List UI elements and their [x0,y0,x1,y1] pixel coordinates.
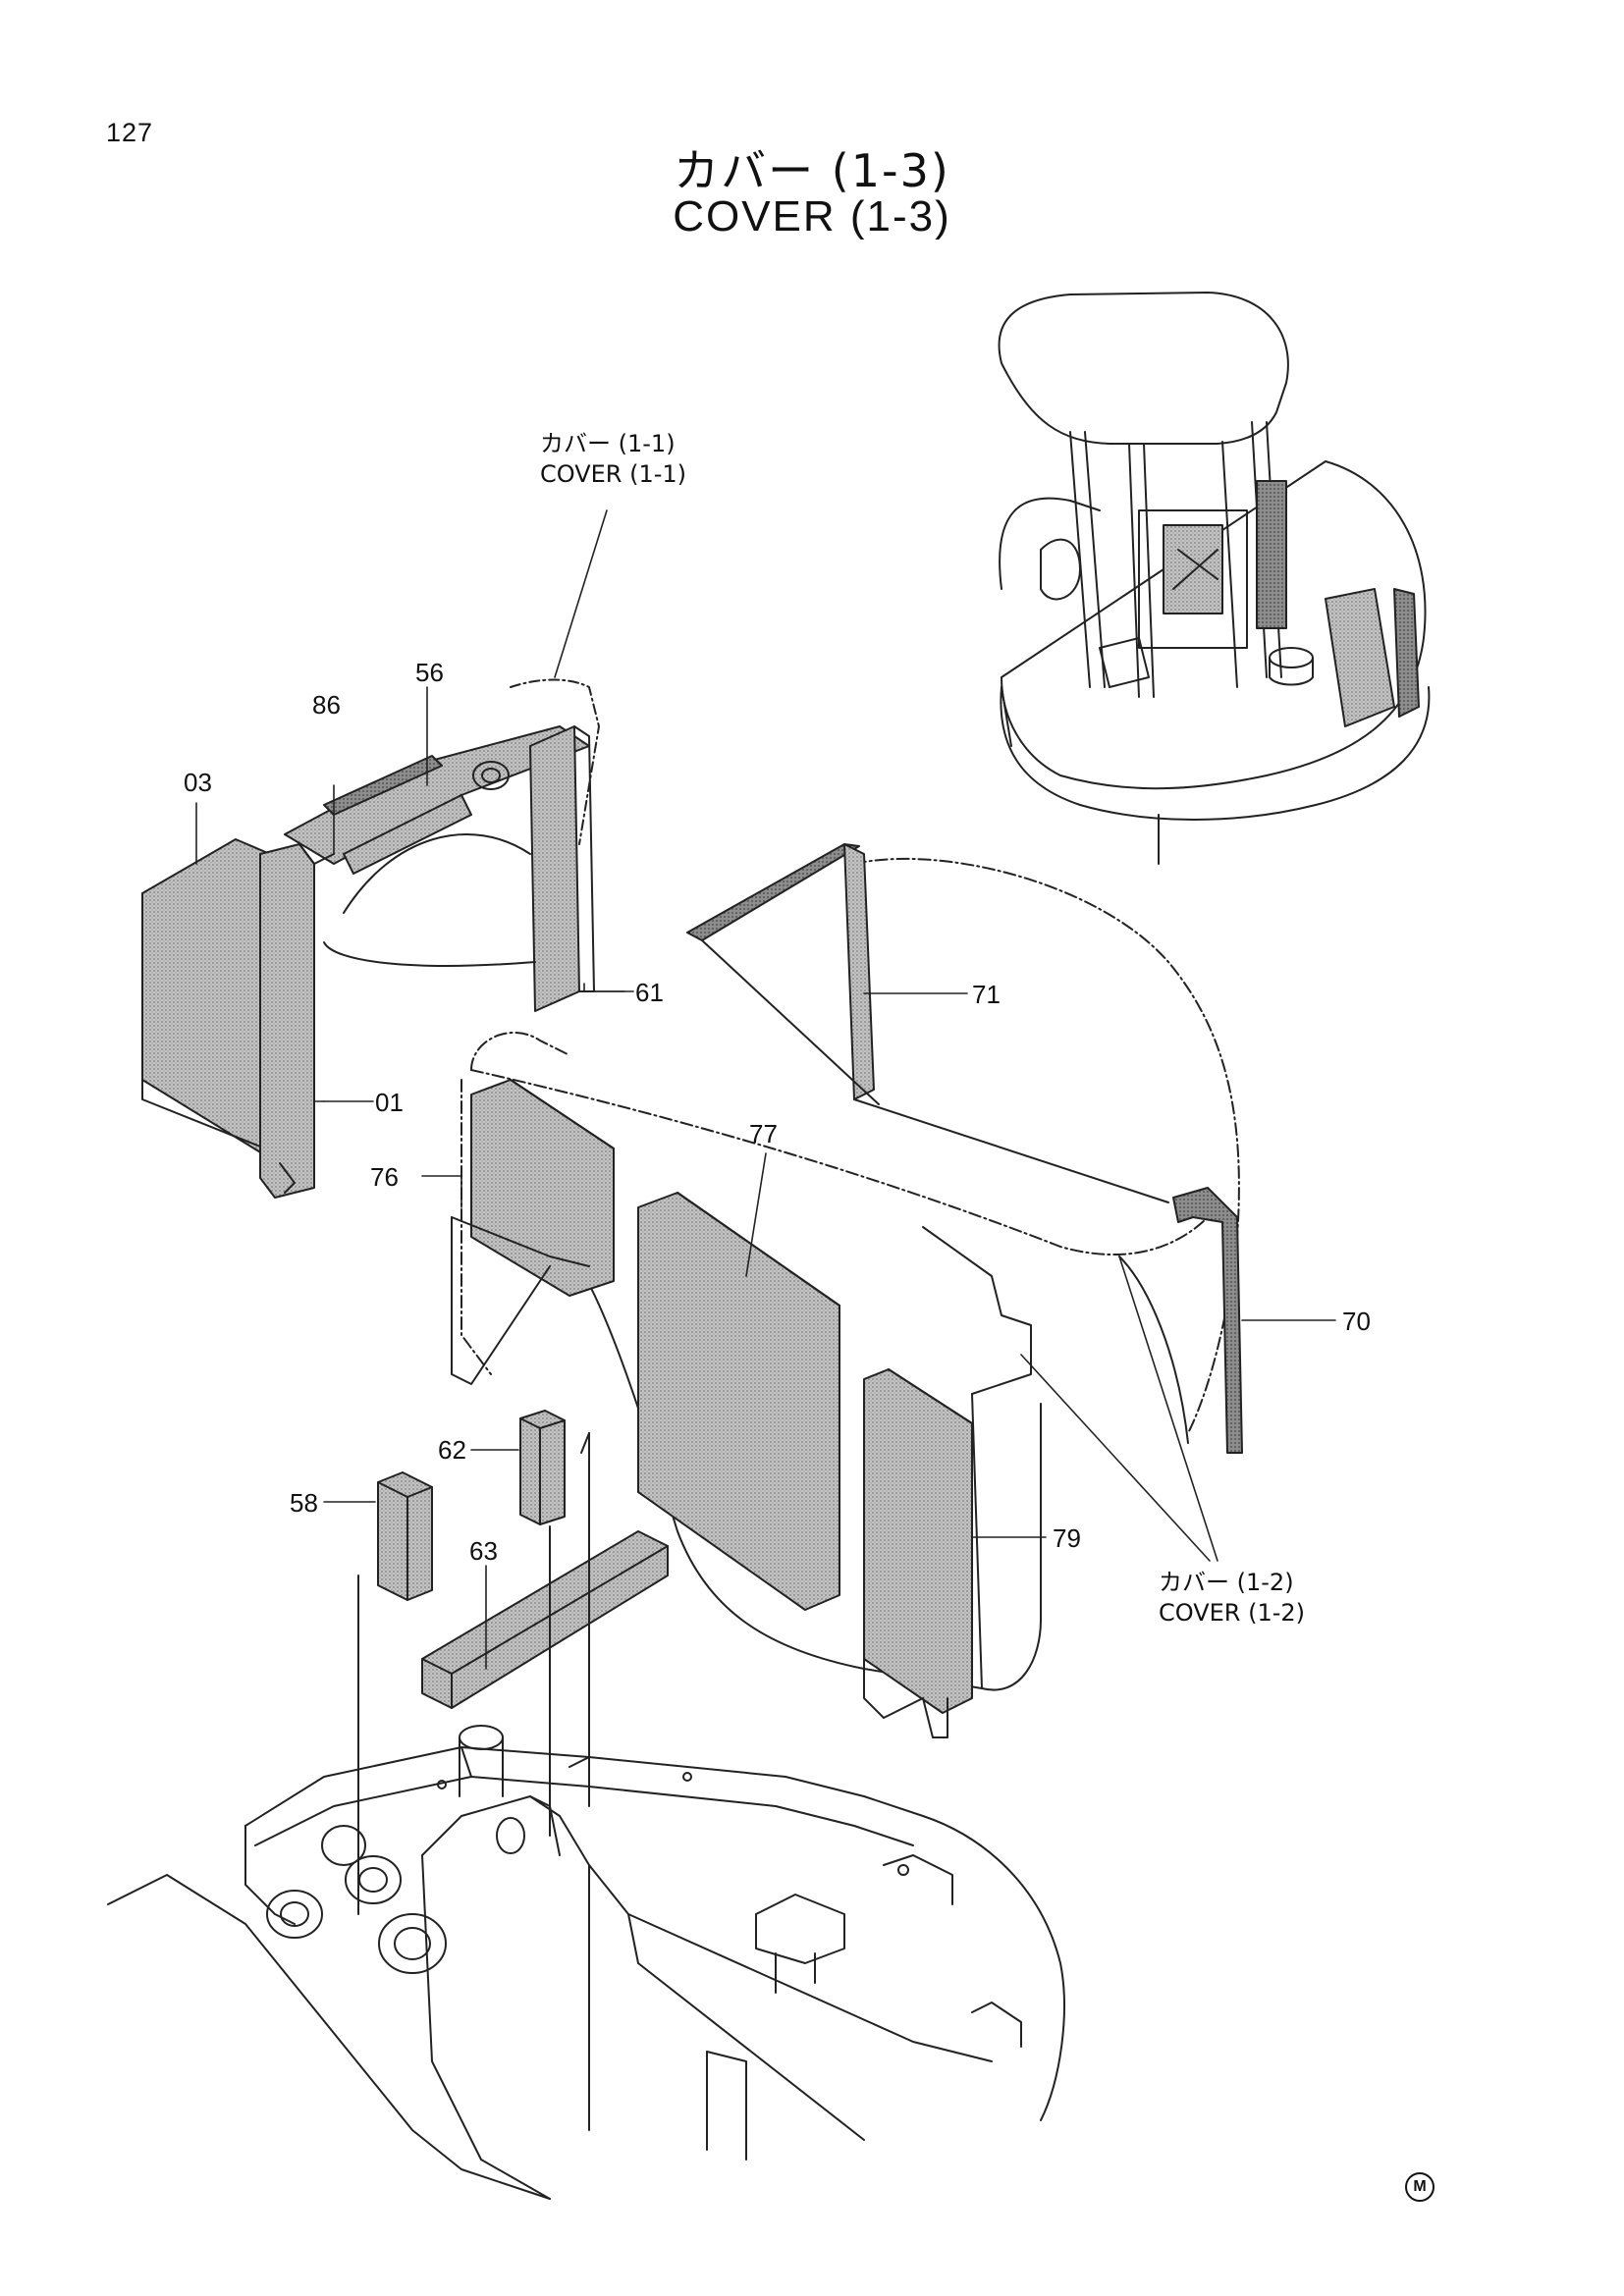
part-number-70: 70 [1342,1307,1371,1336]
part-number-62: 62 [438,1435,466,1465]
page-title-english: COVER (1-3) [673,192,951,240]
part-number-56: 56 [415,658,444,687]
small-blocks-group [357,1410,669,1915]
part-number-79: 79 [1053,1523,1081,1553]
cover-1-2-frame-group [470,843,1243,1454]
part-number-58: 58 [290,1488,318,1518]
reference-cover-1-1-jp: カバー (1-1) [540,430,676,457]
reference-cover-1-1: カバー (1-1) COVER (1-1) [540,429,686,490]
machine-overview-illustration [998,292,1431,865]
leader-lines [195,509,1336,1670]
part-number-63: 63 [469,1536,498,1566]
part-number-71: 71 [972,980,1001,1009]
reference-cover-1-1-en: COVER (1-1) [540,460,687,488]
page-title-japanese: カバー (1-3) [674,144,950,197]
part-number-86: 86 [312,690,341,720]
base-frame-illustration [107,1725,1065,2200]
center-cover-pads-group [451,1031,1042,1738]
reference-cover-1-2-en: COVER (1-2) [1159,1599,1306,1627]
manufacturer-mark-icon: M [1405,2172,1435,2202]
part-number-03: 03 [184,768,212,797]
reference-cover-1-2-jp: カバー (1-2) [1159,1569,1294,1596]
cover-1-1-frame-group [141,678,600,1199]
part-number-61: 61 [635,978,664,1007]
part-number-76: 76 [370,1162,399,1192]
part-number-77: 77 [749,1119,778,1148]
page-number: 127 [106,118,154,147]
reference-cover-1-2: カバー (1-2) COVER (1-2) [1159,1568,1305,1629]
part-number-01: 01 [375,1088,404,1117]
